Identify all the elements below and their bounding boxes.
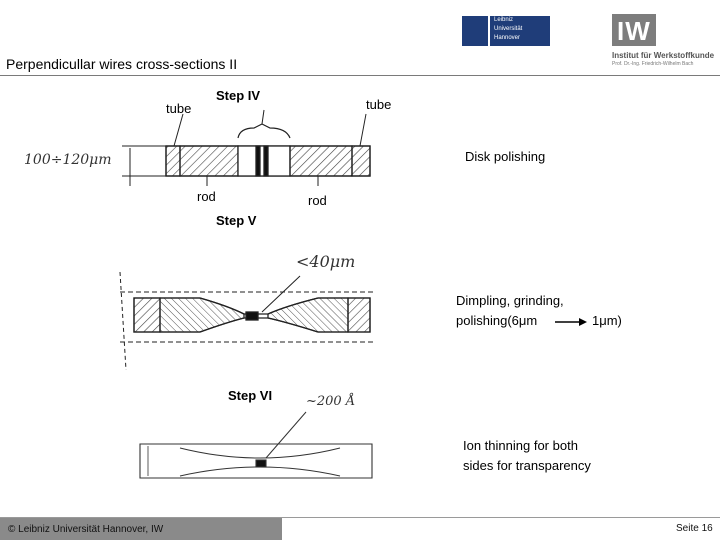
- rod-right: [289, 145, 353, 177]
- iw-logo-text: IW: [617, 16, 651, 46]
- luh-logo-bar: [490, 16, 550, 46]
- step5-desc-line1: Dimpling, grinding,: [456, 293, 564, 308]
- step6-drawing: [139, 411, 373, 479]
- rod-right-label: rod: [308, 193, 327, 208]
- step6-desc-line1: Ion thinning for both: [463, 438, 578, 453]
- arrow-icon: [555, 318, 587, 326]
- rod-left: [179, 145, 239, 177]
- tube-left-wall: [165, 145, 181, 177]
- dimple-left-hatch: [133, 297, 161, 333]
- step5-desc-line2a: polishing(6μm: [456, 313, 538, 328]
- thickness-note-step5: <40μm: [296, 252, 356, 271]
- thickness-note-step4: 100÷120μm: [24, 152, 112, 168]
- tube-left-label: tube: [166, 101, 192, 116]
- page-number: Seite 16: [676, 523, 713, 534]
- step6-label: Step VI: [228, 388, 273, 403]
- footer-rule: [0, 517, 720, 518]
- dimple-right-hatch: [347, 297, 371, 333]
- tube-right-label: tube: [366, 97, 392, 112]
- thickness-note-step6: ~200 Å: [306, 394, 356, 409]
- luh-logo-line-2: Universität: [494, 26, 523, 32]
- institute-name: Institut für Werkstoffkunde: [612, 51, 715, 60]
- step5-desc-line2b: 1μm): [592, 313, 622, 328]
- iw-logo: IW: [612, 14, 712, 48]
- luh-logo-line-3: Hannover: [494, 35, 521, 41]
- step4-drawing: [122, 109, 371, 186]
- luh-logo-mark: [462, 16, 488, 46]
- title-rule: [0, 75, 720, 76]
- disk-polishing-label: Disk polishing: [465, 149, 546, 164]
- step4-label: Step IV: [216, 88, 261, 103]
- luh-logo-line-1: Leibniz: [494, 17, 514, 23]
- footer-gray-block: [0, 518, 282, 540]
- page-title: Perpendicullar wires cross-sections II: [6, 56, 238, 72]
- luh-logo: Leibniz Universität Hannover: [462, 16, 552, 46]
- step5-drawing: [119, 271, 375, 371]
- footer-copyright: © Leibniz Universität Hannover, IW: [8, 524, 164, 535]
- rod-left-label: rod: [197, 189, 216, 204]
- step6-desc-line2: sides for transparency: [463, 458, 591, 473]
- step5-label: Step V: [216, 213, 257, 228]
- tube-right-wall: [351, 145, 371, 177]
- iw-logo-block: [612, 14, 656, 46]
- institute-sub: Prof. Dr.-Ing. Friedrich-Wilhelm Bach: [612, 61, 694, 67]
